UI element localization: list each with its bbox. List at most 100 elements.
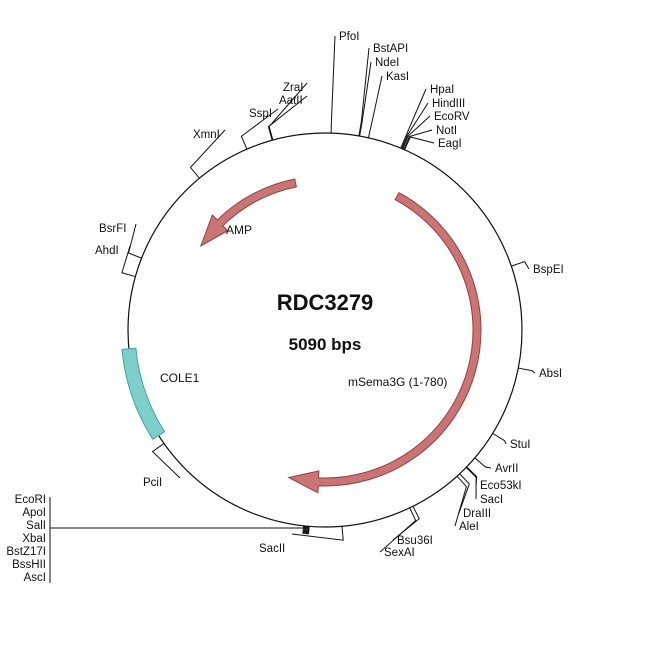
site-tick-stui (492, 432, 507, 445)
site-tick-aatii (267, 95, 308, 141)
site-label-xbai: XbaI (22, 533, 46, 545)
site-label-pcii: PciI (143, 477, 162, 489)
feature-amp: AMP (199, 178, 297, 247)
site-saci: SacI (465, 467, 503, 506)
site-label-bstapi: BstAPI (373, 43, 408, 55)
site-pfoi: PfoI (330, 31, 359, 134)
site-tick-saci (465, 467, 477, 500)
site-tick-noti (403, 129, 433, 150)
feature-label-msema3g-1-780: mSema3G (1-780) (348, 375, 447, 389)
site-tick-pfoi (330, 35, 336, 134)
site-label-kasi: KasI (386, 71, 409, 83)
site-label-eagi: EagI (438, 138, 462, 150)
feature-shape-cole1 (121, 347, 166, 440)
site-label-sali: SalI (26, 520, 46, 532)
site-tick-xmni (189, 129, 226, 179)
site-label-apoi: ApoI (22, 507, 46, 519)
site-tick-apoi (307, 526, 309, 535)
site-avrii: AvrII (474, 457, 518, 475)
site-label-sacii: SacII (259, 543, 285, 555)
site-label-hindiii: HindIII (432, 98, 465, 110)
site-label-asci: AscI (24, 572, 46, 584)
site-tick-sspi (240, 108, 279, 150)
site-label-bspei: BspEI (533, 264, 564, 276)
feature-label-amp: AMP (226, 223, 252, 237)
site-tick-hindiii (401, 102, 429, 149)
site-sspi: SspI (240, 108, 279, 150)
site-tick-bstz17i (304, 525, 307, 535)
site-label-sexai: SexAI (384, 547, 415, 559)
site-label-zrai: ZraI (283, 82, 303, 94)
site-asci: AscI (24, 525, 305, 584)
site-sacii: SacII (259, 526, 344, 555)
site-label-ahdi: AhdI (95, 245, 119, 257)
plasmid-size: 5090 bps (289, 335, 362, 354)
site-label-stui: StuI (510, 439, 530, 451)
site-tick-sexai (379, 507, 417, 553)
site-label-bsshii: BssHII (12, 559, 46, 571)
site-pcii: PciI (143, 443, 181, 489)
site-tick-ahdi (121, 245, 136, 278)
site-tick-eagi (404, 136, 435, 151)
feature-cole1: COLE1 (121, 347, 200, 440)
site-tick-sacii (291, 526, 344, 541)
site-kasi: KasI (367, 71, 409, 138)
site-tick-hpai (400, 88, 427, 149)
site-tick-ndei (359, 61, 372, 137)
site-sali: SalI (26, 520, 309, 535)
feature-shape-msema3g-1-780 (287, 191, 482, 494)
site-stui: StuI (492, 432, 530, 451)
site-hindiii: HindIII (401, 98, 465, 149)
site-tick-bspei (511, 260, 530, 270)
site-aatii: AatII (267, 95, 308, 141)
site-label-bstz17i: BstZ17I (6, 546, 46, 558)
site-label-sspi: SspI (249, 108, 272, 120)
site-label-draiii: DraIII (463, 508, 491, 520)
site-draiii: DraIII (458, 473, 491, 520)
site-ecori: EcoRI (15, 494, 310, 535)
feature-label-cole1: COLE1 (160, 371, 200, 385)
site-absi: AbsI (518, 367, 562, 380)
site-tick-asci (302, 525, 305, 534)
site-label-absi: AbsI (539, 368, 562, 380)
mcs-bracket (49, 497, 307, 583)
site-tick-bsrfi (127, 223, 142, 259)
site-tick-ecorv (402, 115, 431, 150)
site-sexai: SexAI (379, 507, 417, 559)
site-tick-ecori (308, 526, 310, 535)
site-label-ndei: NdeI (375, 57, 399, 69)
site-ecorv: EcoRV (402, 111, 470, 150)
site-label-noti: NotI (436, 125, 457, 137)
site-label-xmni: XmnI (193, 129, 220, 141)
site-label-hpai: HpaI (430, 84, 454, 96)
site-zrai: ZraI (268, 82, 308, 141)
site-label-saci: SacI (480, 494, 503, 506)
site-noti: NotI (403, 125, 457, 150)
site-eagi: EagI (404, 136, 462, 151)
site-ndei: NdeI (359, 57, 399, 137)
site-tick-pcii (151, 443, 181, 479)
feature-msema3g-1-780: mSema3G (1-780) (287, 191, 482, 494)
site-bsrfi: BsrFI (99, 223, 142, 259)
site-tick-alei (454, 475, 467, 527)
site-label-bsrfi: BsrFI (99, 223, 126, 235)
feature-shape-amp (199, 178, 297, 247)
site-hpai: HpaI (400, 84, 454, 149)
site-ahdi: AhdI (95, 245, 136, 278)
site-tick-avrii (474, 457, 492, 469)
site-bstz17i: BstZ17I (6, 525, 307, 558)
site-label-alei: AleI (459, 521, 479, 533)
site-apoi: ApoI (22, 507, 309, 535)
site-bsshii: BssHII (12, 525, 306, 571)
site-bspei: BspEI (511, 260, 564, 276)
site-tick-bsshii (303, 525, 306, 534)
site-tick-sali (306, 526, 309, 535)
site-bstapi: BstAPI (358, 43, 408, 137)
site-label-ecorv: EcoRV (434, 111, 470, 123)
site-label-pfoi: PfoI (339, 31, 359, 43)
plasmid-name: RDC3279 (277, 290, 374, 315)
plasmid-backbone (127, 132, 523, 528)
site-label-ecori: EcoRI (15, 494, 46, 506)
